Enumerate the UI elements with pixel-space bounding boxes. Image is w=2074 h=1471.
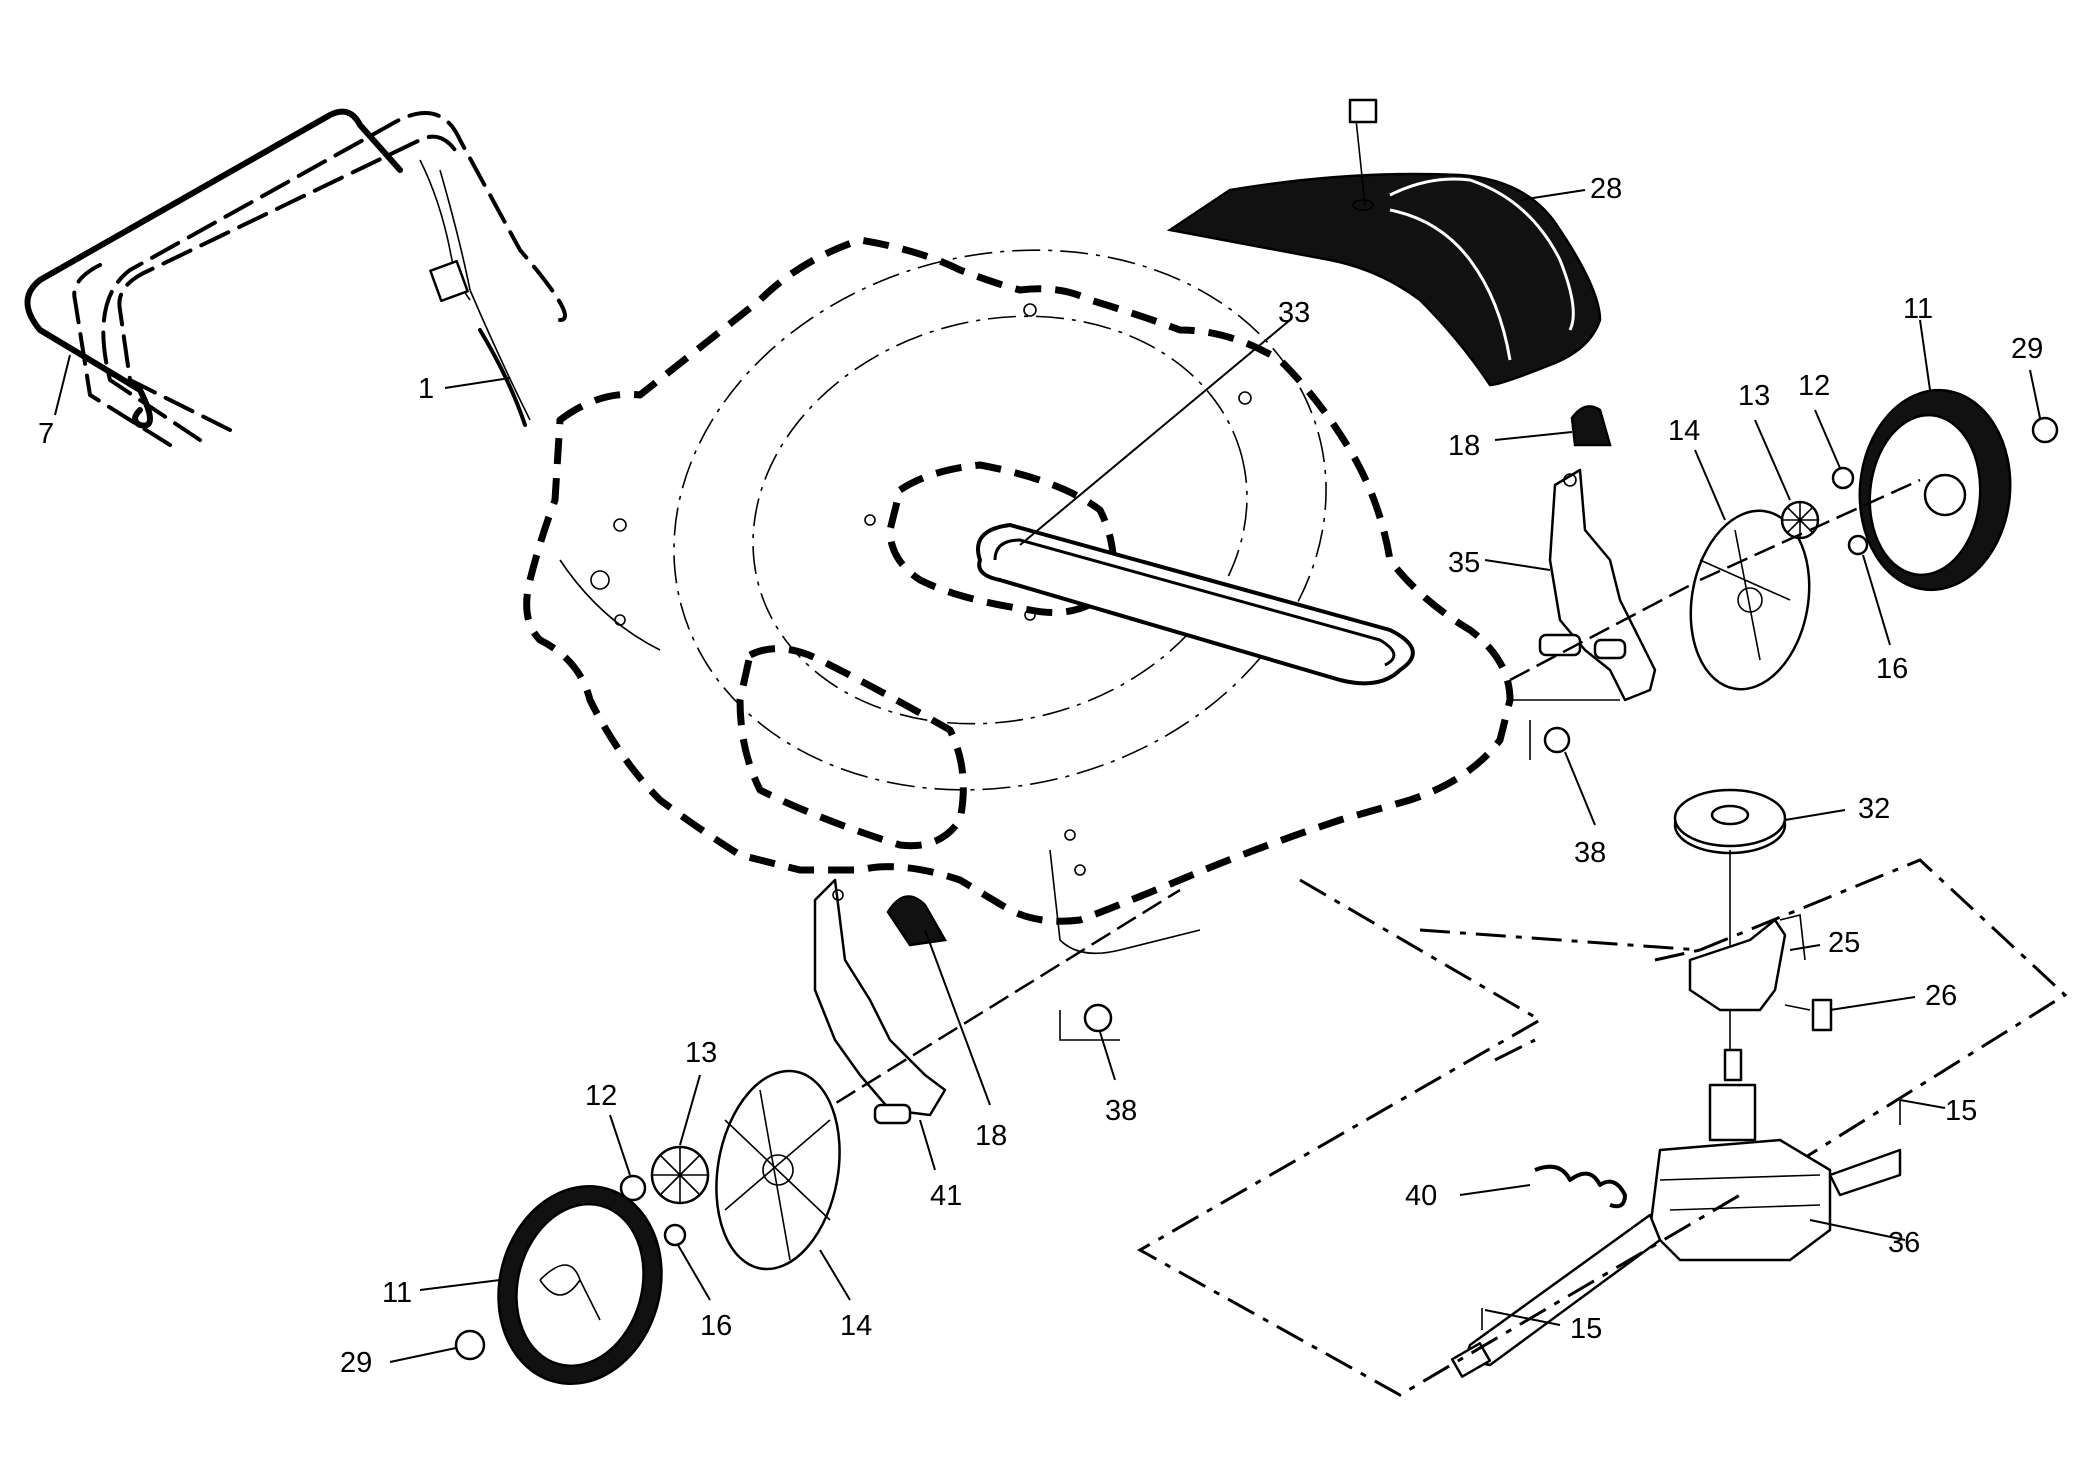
callout-28: 28 [1590, 173, 1622, 205]
callout-40: 40 [1405, 1180, 1437, 1212]
right-height-adjuster [1509, 405, 1701, 702]
callout-12-left: 12 [585, 1080, 617, 1112]
transmission-assembly [1136, 878, 1902, 1397]
rear-discharge-chute [1166, 98, 1602, 387]
callout-38-left: 38 [1105, 1095, 1137, 1127]
callout-16-left: 16 [700, 1310, 732, 1342]
callout-1: 1 [418, 373, 434, 405]
callout-labels: 1 7 28 33 11 29 13 12 14 18 35 16 38 32 … [38, 173, 2043, 1379]
drive-belt [976, 523, 1415, 686]
callout-38-right: 38 [1574, 837, 1606, 869]
left-wheel-group [454, 699, 1620, 1386]
callout-32: 32 [1858, 793, 1890, 825]
callout-15-upper: 15 [1945, 1095, 1977, 1127]
handle-assembly [24, 108, 567, 447]
callout-18-left: 18 [975, 1120, 1007, 1152]
callout-12-right: 12 [1798, 370, 1830, 402]
callout-29-right: 29 [2011, 333, 2043, 365]
callout-13-left: 13 [685, 1037, 717, 1069]
callout-15-lower: 15 [1570, 1313, 1602, 1345]
callout-29-left: 29 [340, 1347, 372, 1379]
leader-lines [54, 189, 2041, 1363]
callout-26: 26 [1925, 980, 1957, 1012]
mower-deck [523, 236, 1514, 955]
drive-components [1654, 788, 2068, 1197]
callout-14-right: 14 [1668, 415, 1700, 447]
callout-14-left: 14 [840, 1310, 872, 1342]
callout-41: 41 [930, 1180, 962, 1212]
callout-16-right: 16 [1876, 653, 1908, 685]
callout-11-right: 11 [1903, 293, 1933, 325]
callout-33: 33 [1278, 297, 1310, 329]
callout-7: 7 [38, 418, 54, 450]
callout-18-right: 18 [1448, 430, 1480, 462]
callout-35: 35 [1448, 547, 1480, 579]
callout-25: 25 [1828, 927, 1860, 959]
left-height-adjuster [759, 878, 1181, 1152]
right-wheel-group [1689, 388, 2059, 691]
callout-11-left: 11 [382, 1277, 412, 1309]
callout-36: 36 [1888, 1227, 1920, 1259]
callout-13-right: 13 [1738, 380, 1770, 412]
